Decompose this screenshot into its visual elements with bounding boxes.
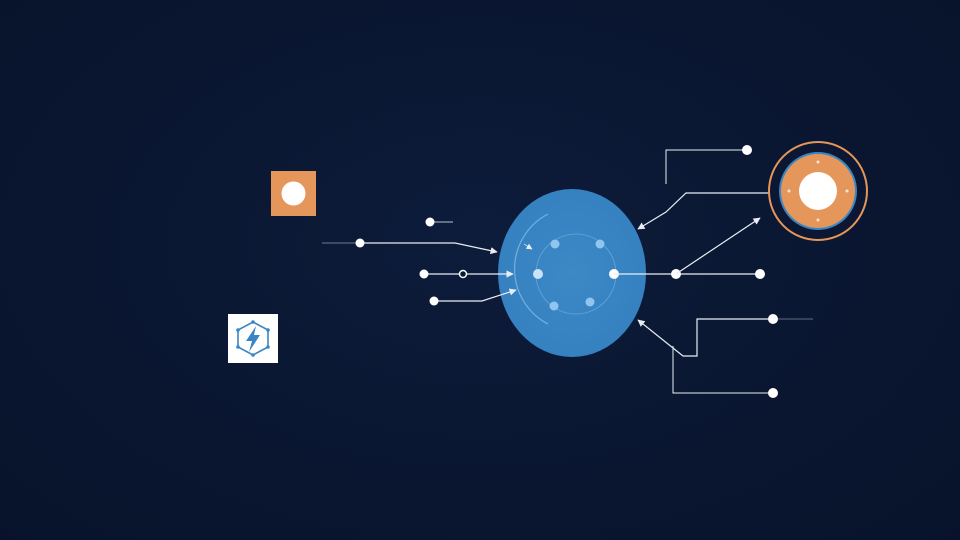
- left-connectors: [322, 217, 517, 306]
- connector-node: [742, 145, 752, 155]
- connector-node: [768, 314, 778, 324]
- hub-node: [533, 269, 543, 279]
- connector-line: [637, 192, 770, 230]
- central-hub: [498, 189, 646, 357]
- connector-line: [434, 288, 517, 302]
- lightning-bolt: [246, 326, 260, 352]
- hub-node: [550, 239, 560, 249]
- hub-node: [549, 301, 559, 311]
- connector-line: [672, 346, 773, 394]
- connector-node: [429, 296, 439, 306]
- hub-body: [498, 189, 646, 357]
- target-tick: [787, 189, 791, 193]
- hub-inner-arc: [514, 213, 549, 325]
- connector-node: [755, 269, 765, 279]
- connector-line: [360, 242, 498, 255]
- hub-node: [585, 297, 595, 307]
- lightning-hexagon-icon: [228, 314, 278, 363]
- target-tick: [845, 189, 849, 193]
- connector-node: [355, 238, 365, 248]
- right-connectors: [614, 145, 813, 398]
- hub-node: [595, 239, 605, 249]
- connector-arrow: [675, 217, 761, 275]
- connector-node: [768, 388, 778, 398]
- target-center: [799, 172, 837, 210]
- hub-inner-arrow: [523, 243, 533, 250]
- target-tick: [816, 160, 820, 164]
- connector-node: [419, 269, 429, 279]
- connector-line: [665, 149, 747, 184]
- connector-line: [637, 318, 773, 357]
- badge-circle: [281, 181, 306, 206]
- circle-badge-icon: [271, 171, 316, 216]
- connector-junction: [458, 269, 468, 279]
- connector-node: [425, 217, 435, 227]
- target-tick: [816, 218, 820, 222]
- target-ring-icon: [768, 141, 868, 241]
